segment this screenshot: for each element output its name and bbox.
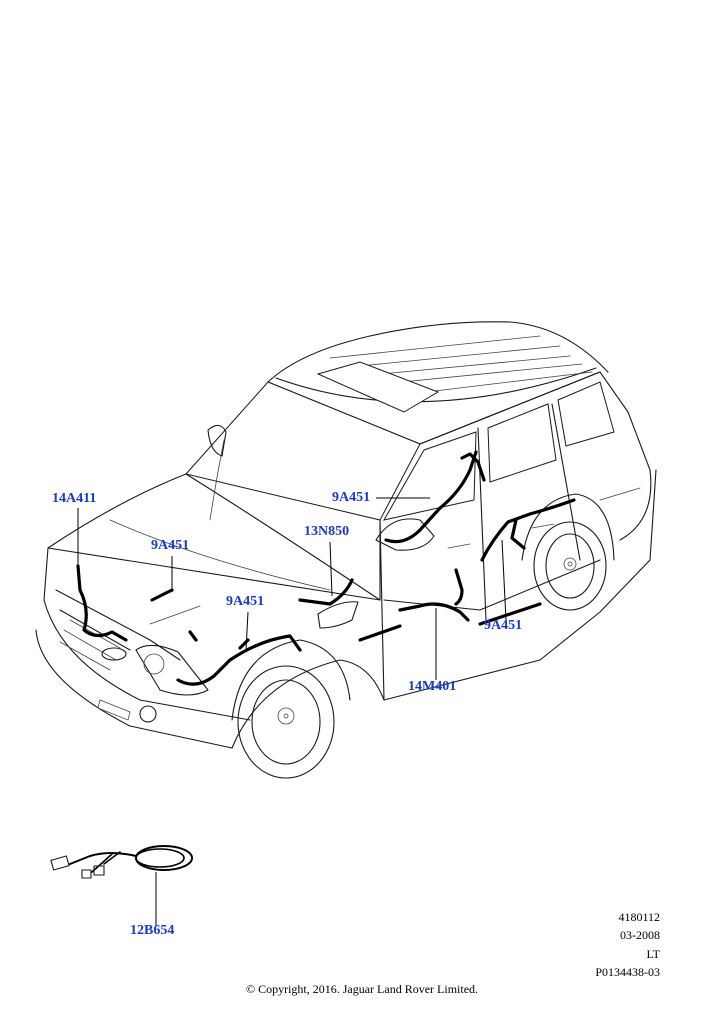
callout-9A451-rear[interactable]: 9A451 (484, 618, 523, 633)
harness-9A451-rear-b (510, 518, 526, 550)
harness-door-lower (358, 602, 542, 642)
harness-9A451-rear (480, 498, 576, 562)
harness-9A451-hood (150, 588, 174, 602)
callout-9A451-door[interactable]: 9A451 (332, 490, 371, 505)
reference-line-1: 4180112 (618, 910, 660, 924)
callout-9A451-hood[interactable]: 9A451 (151, 538, 190, 553)
callout-14A411[interactable]: 14A411 (52, 491, 97, 506)
vehicle-outline (35, 321, 657, 779)
callout-13N850[interactable]: 13N850 (304, 524, 350, 539)
leader-lines (77, 497, 507, 926)
harness-13N850 (298, 578, 354, 606)
harness-9A451-front-b (188, 630, 250, 650)
harness-14M401 (398, 602, 470, 622)
callout-14M401[interactable]: 14M401 (408, 679, 457, 694)
loose-harness-12B654 (50, 845, 193, 879)
callout-9A451-front[interactable]: 9A451 (226, 594, 265, 609)
reference-line-3: LT (646, 947, 660, 961)
callout-12B654[interactable]: 12B654 (130, 923, 175, 938)
reference-line-4: P0134438-03 (595, 965, 660, 979)
harness-9A451-front (176, 634, 302, 686)
copyright-notice: © Copyright, 2016. Jaguar Land Rover Lim… (245, 982, 479, 996)
harness-14M401-b (454, 568, 464, 606)
harness-9A451-door (384, 450, 478, 544)
harness-14A411 (76, 564, 128, 642)
harness-9A451-door-b (460, 452, 486, 482)
reference-line-2: 03-2008 (620, 928, 660, 942)
